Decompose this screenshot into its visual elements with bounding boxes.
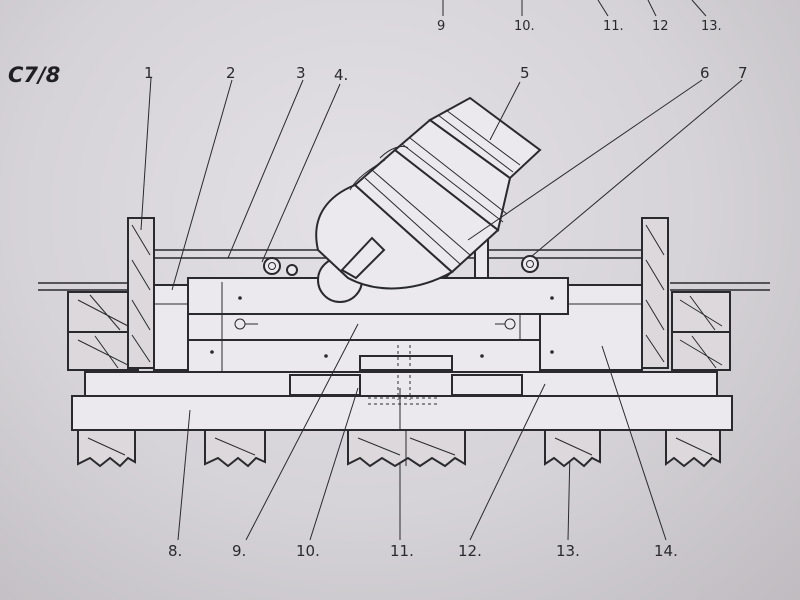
label-6: 6	[700, 64, 710, 82]
top-label-10: 10.	[514, 19, 535, 34]
top-label-13: 13.	[701, 19, 722, 34]
label-1: 1	[144, 64, 154, 82]
label-14: 14.	[654, 542, 678, 560]
label-7: 7	[738, 64, 748, 82]
label-11: 11.	[390, 542, 414, 560]
top-label-12: 12	[652, 19, 669, 34]
side-plank-left	[127, 217, 155, 369]
label-9: 9.	[232, 542, 246, 560]
chock-right	[451, 374, 523, 396]
label-13: 13.	[556, 542, 580, 560]
eye-bolt-right	[521, 255, 539, 273]
side-plank-right	[641, 217, 669, 369]
label-5: 5	[520, 64, 530, 82]
label-12: 12.	[458, 542, 482, 560]
top-label-9: 9	[437, 19, 445, 34]
leader-lines	[140, 77, 743, 541]
chock-left	[289, 374, 361, 396]
eye-bolt-left	[263, 257, 298, 276]
label-4: 4.	[334, 66, 348, 84]
label-2: 2	[226, 64, 236, 82]
sheet-id: C7/8	[8, 63, 60, 87]
deck-beam-right	[671, 291, 731, 371]
centre-bolt	[368, 345, 440, 405]
mortar-barrel	[315, 96, 542, 290]
deck-beams-bottom	[77, 429, 721, 468]
deck-rails	[38, 282, 770, 291]
base-beam	[71, 371, 733, 431]
label-8: 8.	[168, 542, 182, 560]
label-10: 10.	[296, 542, 320, 560]
top-label-11: 11.	[603, 19, 624, 34]
label-3: 3	[296, 64, 306, 82]
